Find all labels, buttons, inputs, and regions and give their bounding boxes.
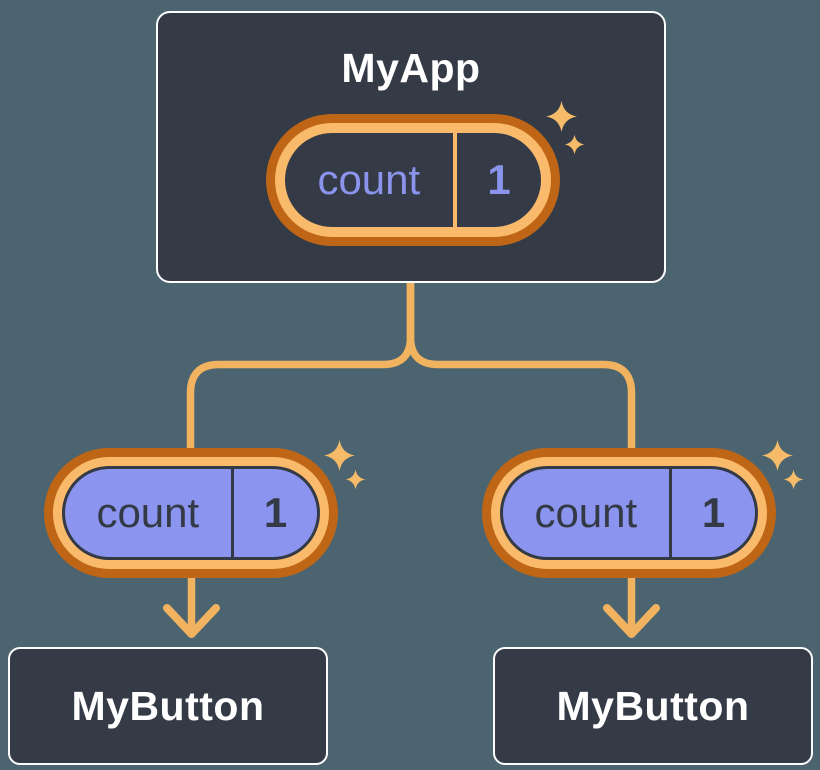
prop-value-label: 1: [701, 489, 726, 536]
prop-pill-left: count 1: [44, 448, 338, 578]
prop-pill-body: count 1: [62, 466, 320, 560]
pill-divider: [230, 469, 235, 557]
state-pill: count 1: [266, 114, 560, 246]
component-node-myapp: MyApp count 1: [156, 11, 666, 283]
component-name-label: MyButton: [71, 682, 265, 729]
prop-name-label: count: [96, 489, 200, 536]
component-node-mybutton-right: MyButton: [493, 647, 813, 765]
component-node-mybutton-left: MyButton: [8, 647, 328, 765]
sparkle-icon: [324, 440, 355, 471]
state-pill-body: count 1: [285, 133, 541, 227]
connector-branch-left: [186, 283, 415, 449]
prop-value-label: 1: [263, 489, 288, 536]
state-pill-ring: count 1: [275, 123, 551, 237]
connector-branch-right: [406, 283, 636, 449]
prop-pill-body: count 1: [500, 466, 758, 560]
sparkle-icon: [564, 134, 585, 155]
sparkle-icon: [345, 469, 366, 490]
prop-pill-right: count 1: [482, 448, 776, 578]
state-name-label: count: [317, 156, 421, 203]
prop-pill-ring: count 1: [491, 457, 767, 569]
state-value-label: 1: [487, 156, 511, 203]
component-name-label: MyButton: [556, 682, 750, 729]
arrow-down-icon: [603, 578, 660, 638]
pill-divider: [452, 133, 458, 227]
sparkle-icon: [546, 101, 577, 132]
component-name-label: MyApp: [341, 45, 481, 91]
arrow-down-icon: [163, 578, 220, 638]
pill-divider: [668, 469, 673, 557]
sparkle-icon: [783, 469, 804, 490]
prop-name-label: count: [534, 489, 638, 536]
prop-pill-ring: count 1: [53, 457, 329, 569]
sparkle-icon: [762, 440, 793, 471]
